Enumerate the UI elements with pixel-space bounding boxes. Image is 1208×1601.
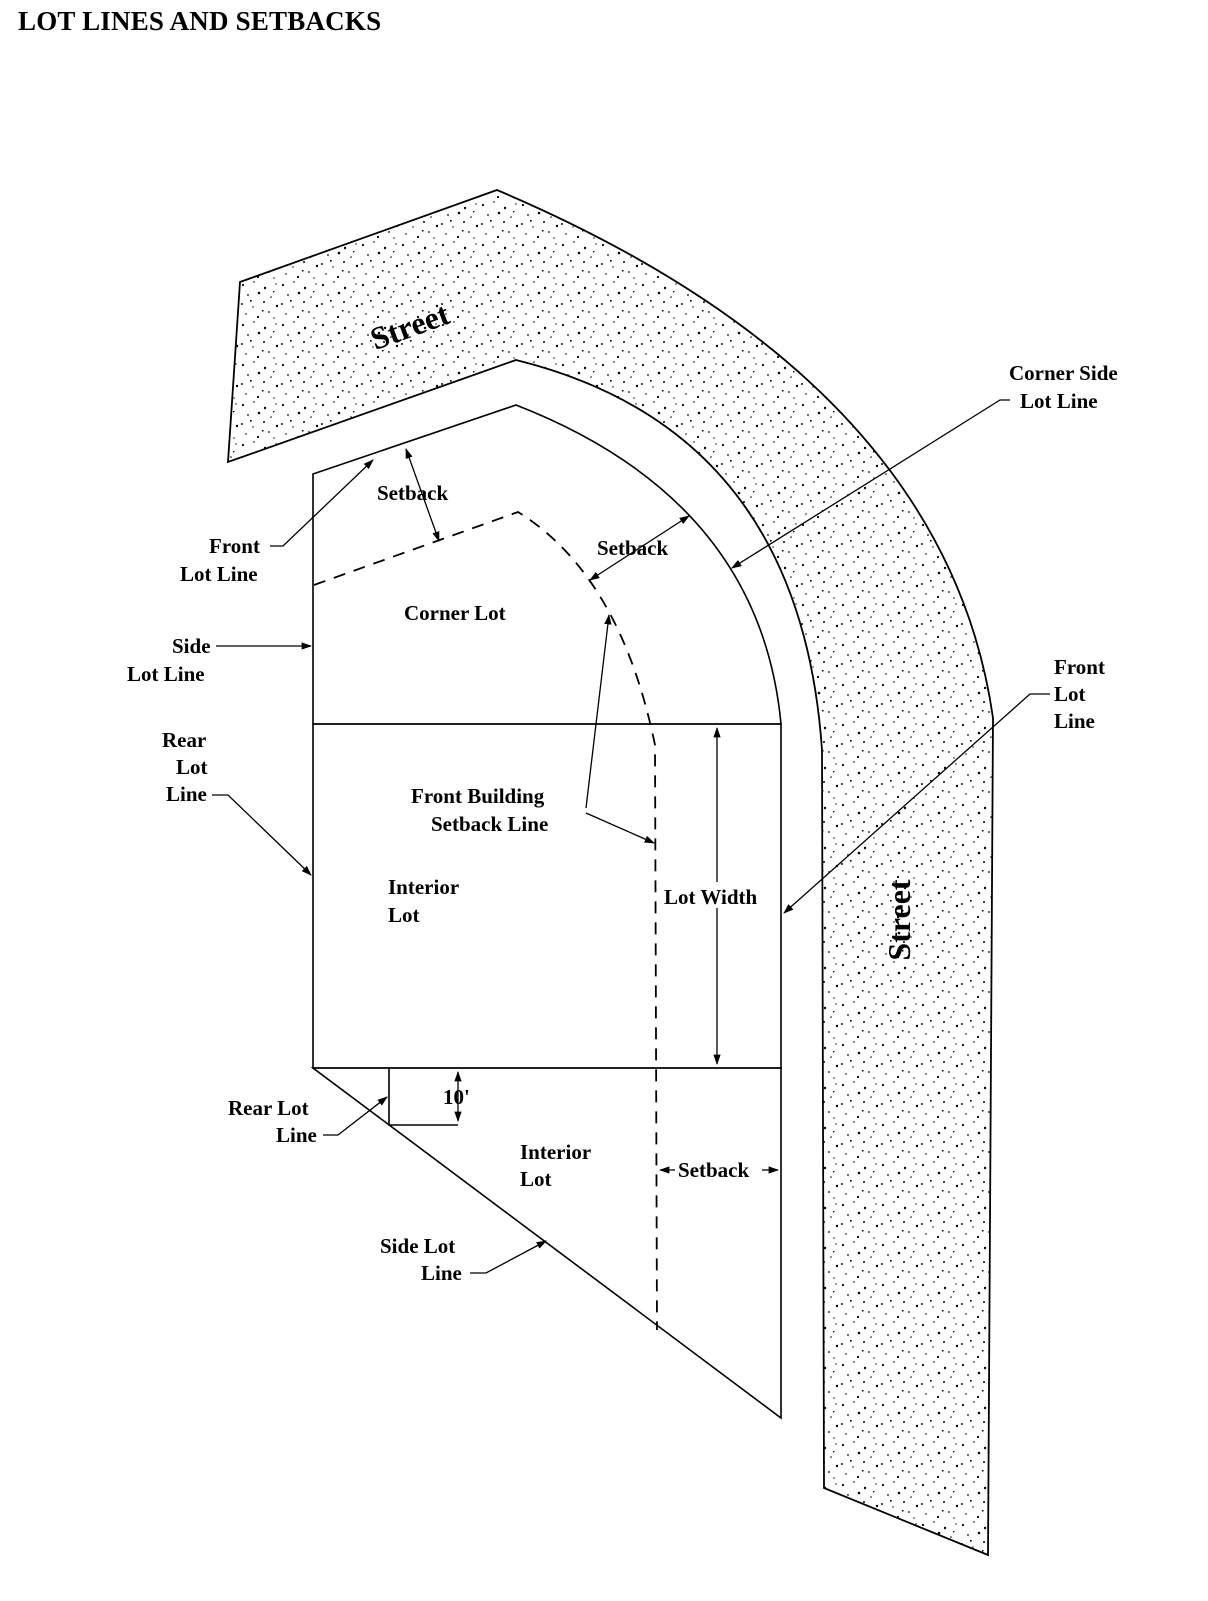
corner-side-lot-line-label-2: Lot Line (1020, 389, 1098, 413)
front-building-setback-line-label-1: Front Building (411, 784, 545, 808)
front-lot-line-right-label-2: Lot (1054, 682, 1086, 706)
leader-corner-side-lot-line (731, 399, 1010, 569)
rear-lot-line-left-label-3: Line (166, 782, 207, 806)
side-lot-line-bottom-label-2: Line (421, 1261, 462, 1285)
leader-rear-lot-line-left (212, 794, 312, 876)
setback-curve-dimension (589, 515, 690, 581)
corner-side-lot-line-label-1: Corner Side (1009, 361, 1118, 385)
leader-rear-lot-line-bottom (323, 1096, 388, 1136)
front-lot-line-left-label: Front Lot Line (180, 534, 265, 586)
setback-top-label: Setback (377, 481, 448, 505)
interior-lot-bottom-label: Interior Lot (520, 1140, 596, 1191)
front-lot-line-right-label: Front Lot Line (1054, 655, 1110, 733)
rear-lot-line-bottom-label-1: Rear Lot (228, 1096, 309, 1120)
front-building-setback-line-label: Front Building Setback Line (411, 784, 550, 836)
interior-lot-bottom-label-2: Lot (520, 1167, 552, 1191)
side-lot-line-left-label-2: Lot Line (127, 662, 205, 686)
corner-lot-label: Corner Lot (404, 601, 506, 625)
front-lot-line-right-label-3: Line (1054, 709, 1095, 733)
page-title: LOT LINES AND SETBACKS (18, 6, 382, 36)
side-lot-line-left-label-1: Side (172, 634, 211, 658)
leader-side-lot-line-bottom (470, 1240, 547, 1274)
rear-lot-line-bottom-label-2: Line (276, 1123, 317, 1147)
front-building-setback-line-label-2: Setback Line (431, 812, 548, 836)
rear-lot-line-bottom-label: Rear Lot Line (228, 1096, 317, 1147)
rear-setback-box (388, 1068, 458, 1126)
interior-lot-bottom-label-1: Interior (520, 1140, 591, 1164)
lot-width-label: Lot Width (664, 885, 757, 909)
rear-lot-line-left-label: Rear Lot Line (162, 728, 213, 806)
leader-front-building-setback-a (585, 613, 612, 809)
front-lot-line-left-label-1: Front (209, 534, 260, 558)
street-band (227, 189, 994, 1557)
side-lot-line-bottom-label: Side Lot Line (380, 1234, 462, 1285)
side-lot-line-left-label: Side Lot Line (127, 634, 216, 686)
setback-bottom-label: Setback (678, 1158, 749, 1182)
setback-top-dimension (405, 448, 440, 542)
interior-lot-middle-label-1: Interior (388, 875, 459, 899)
setback-curve-label: Setback (597, 536, 668, 560)
rear-lot-line-left-label-1: Rear (162, 728, 206, 752)
front-building-setback-line (313, 511, 658, 1331)
leader-front-lot-line-left (270, 459, 374, 547)
leader-front-building-setback-b (585, 812, 655, 844)
lot-width-label-backing (662, 882, 774, 908)
corner-lot-outline (312, 404, 782, 725)
street-label-right: Street (881, 879, 917, 960)
rear-lot-line-left-label-2: Lot (176, 755, 208, 779)
leader-front-lot-line-right (783, 693, 1050, 914)
corner-side-lot-line-label: Corner Side Lot Line (1009, 361, 1123, 413)
front-lot-line-left-label-2: Lot Line (180, 562, 258, 586)
interior-lot-middle-label: Interior Lot (388, 875, 464, 927)
interior-lot-middle-label-2: Lot (388, 903, 420, 927)
side-lot-line-bottom-label-1: Side Lot (380, 1234, 455, 1258)
front-lot-line-right-label-1: Front (1054, 655, 1105, 679)
ten-feet-label: 10' (443, 1085, 470, 1109)
interior-lot-bottom-outline (310, 1067, 782, 1420)
